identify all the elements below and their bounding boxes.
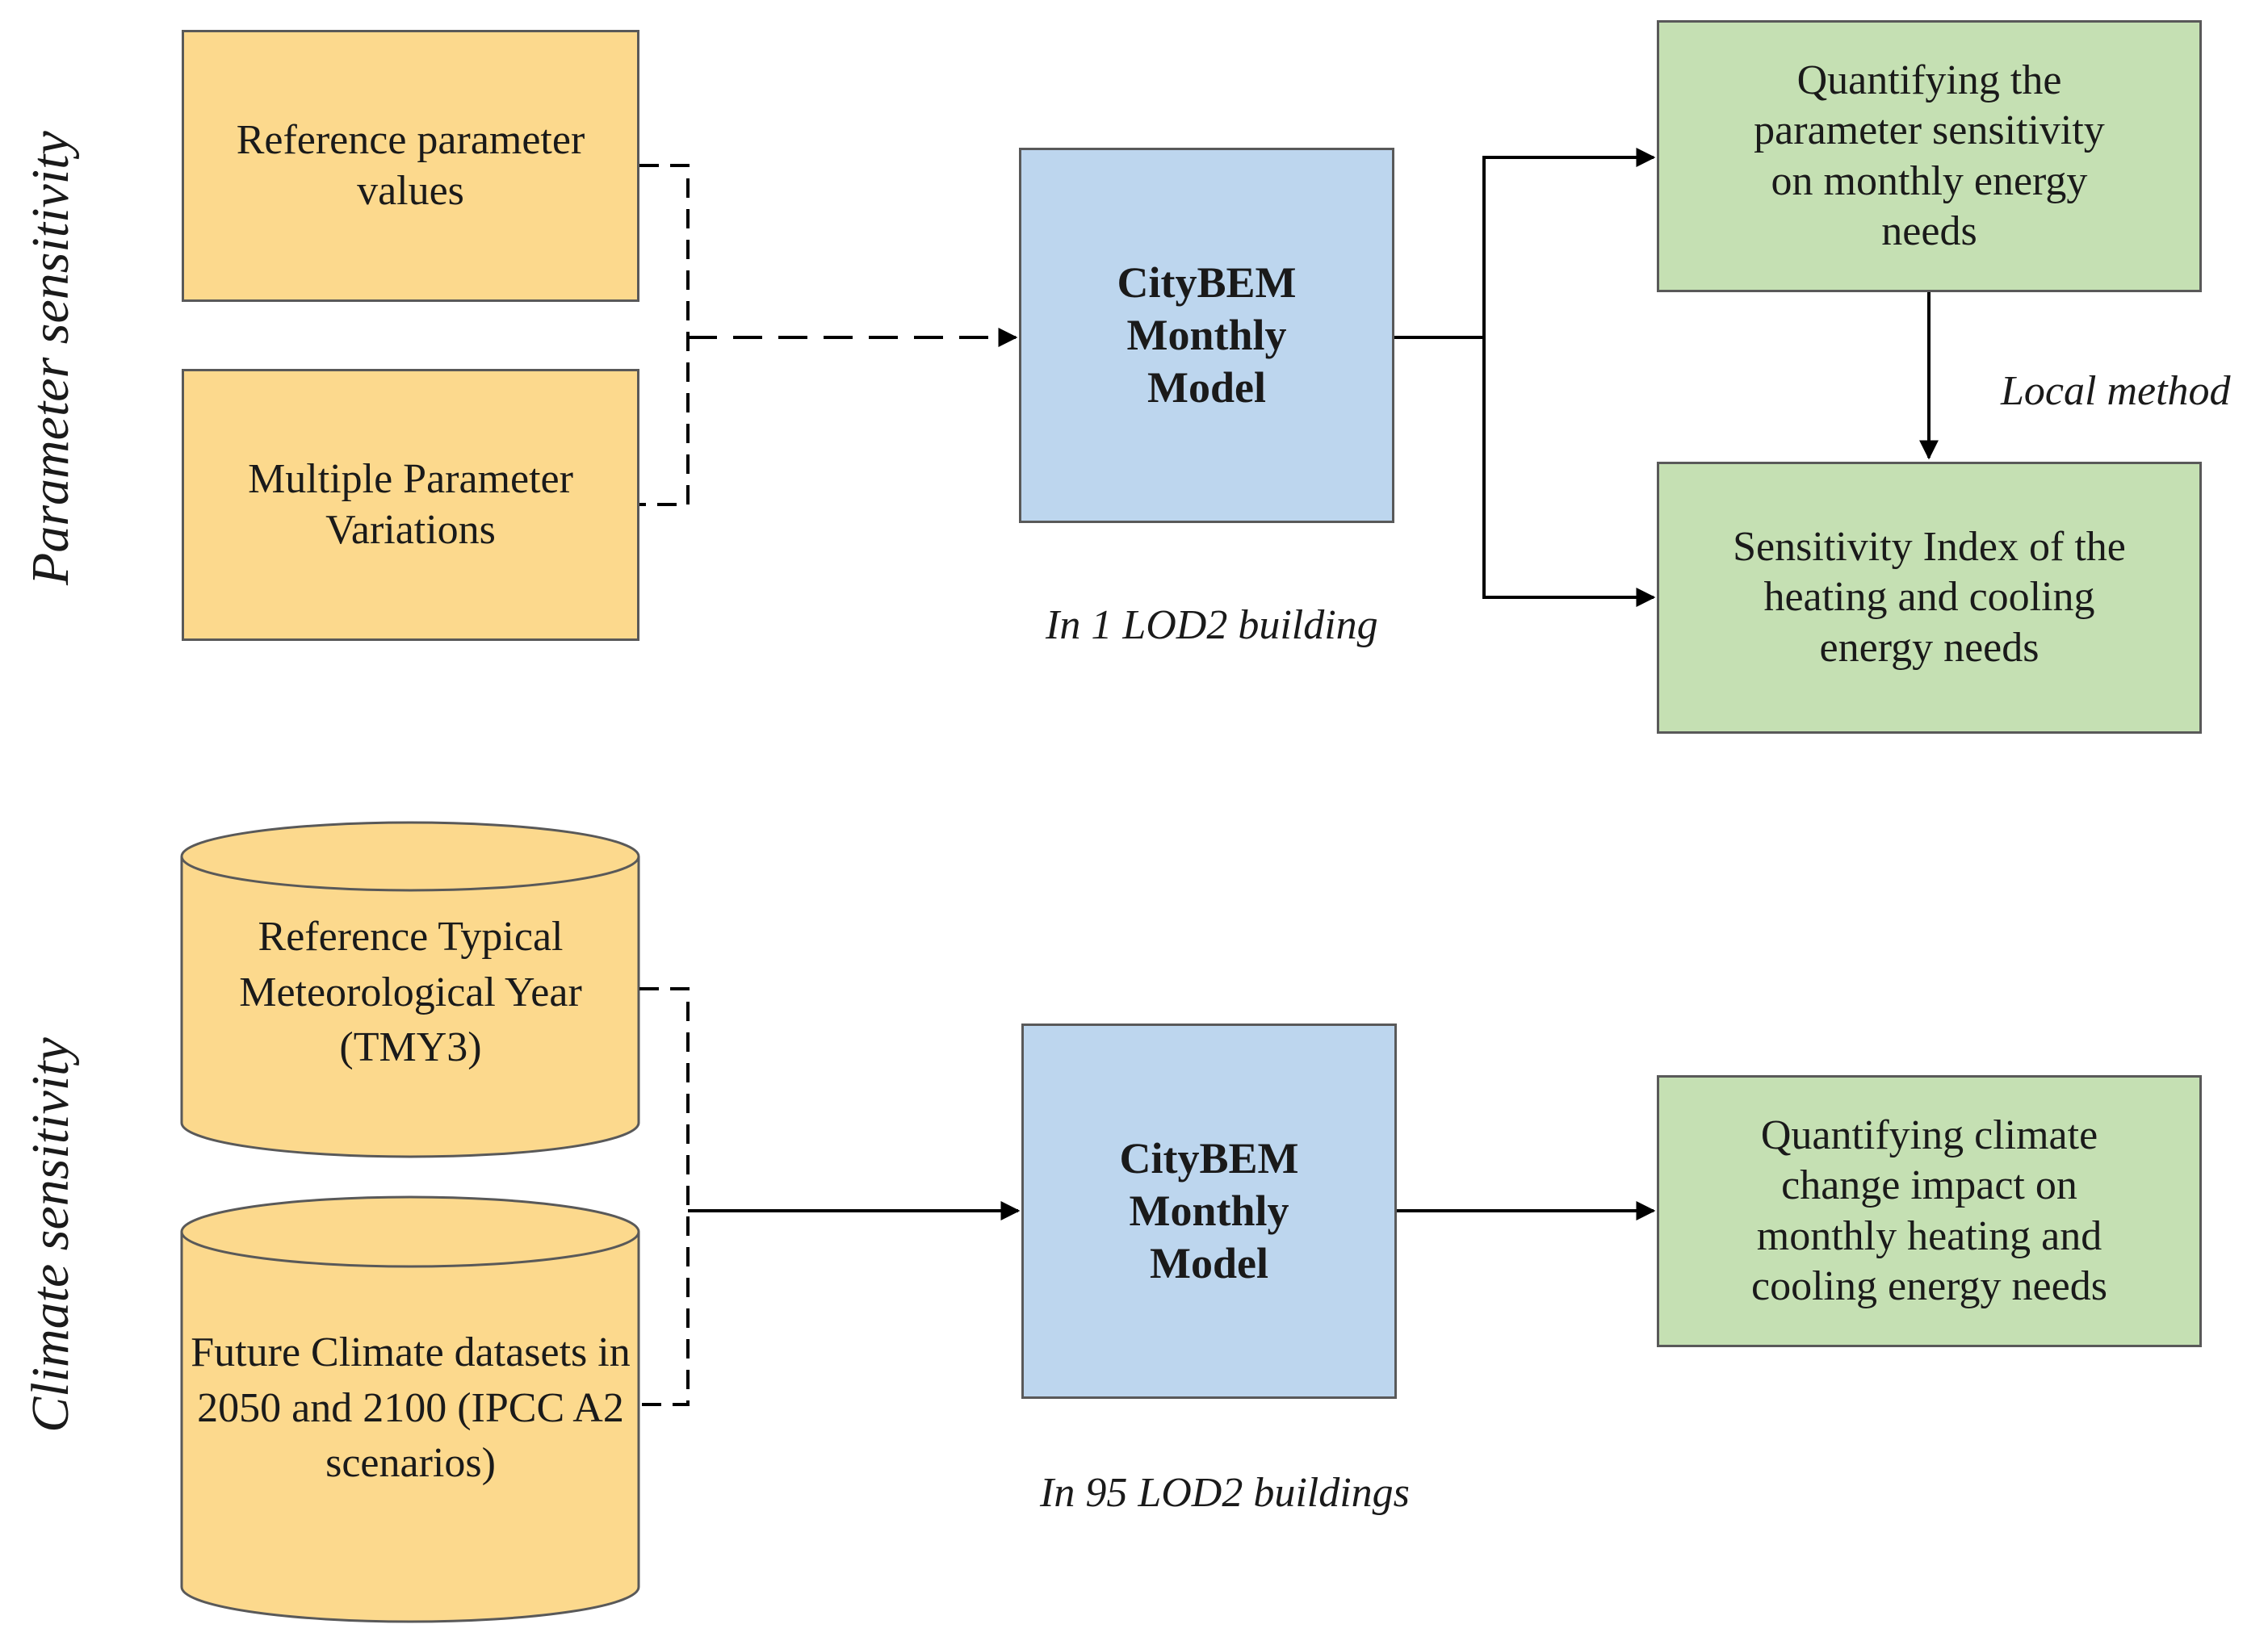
input-line: and 2100 (IPCC A2	[291, 1384, 624, 1431]
output-line: energy needs	[1819, 624, 2040, 671]
future-climate-cylinder	[180, 1195, 640, 1623]
quantifying-climate-impact-box: Quantifying climate change impact on mon…	[1657, 1075, 2202, 1347]
reference-parameter-values-box: Reference parameter values	[182, 30, 639, 302]
output-line: parameter sensitivity	[1754, 107, 2105, 154]
branch-to-outputs-parameter	[1394, 148, 1656, 607]
input-line: Year (TMY3)	[339, 969, 582, 1071]
output-line: change impact on	[1781, 1162, 2077, 1209]
future-climate-label: Future Climate datasets in 2050 and 2100…	[182, 1279, 639, 1538]
dashed-input-bracket-parameter	[639, 164, 690, 506]
output-line: on monthly energy	[1771, 157, 2088, 204]
model-line: Model	[1147, 362, 1266, 412]
output-line: Quantifying the	[1796, 57, 2062, 103]
model-line: CityBEM	[1119, 1134, 1299, 1183]
input-line: Future Climate	[191, 1329, 444, 1376]
model-line: CityBEM	[1117, 258, 1297, 308]
citybem-model-box-parameter: CityBEM Monthly Model	[1019, 148, 1394, 523]
multiple-parameter-variations-box: Multiple Parameter Variations	[182, 369, 639, 641]
reference-tmy-cylinder	[180, 821, 640, 1158]
output-line: Quantifying climate	[1760, 1111, 2098, 1158]
reference-parameter-values-text: Reference parameter values	[236, 117, 585, 214]
reference-tmy-label: Reference Typical Meteorological Year (T…	[182, 892, 639, 1094]
output-line: heating and cooling	[1763, 574, 2095, 621]
multiple-parameter-variations-text: Multiple Parameter Variations	[248, 456, 573, 553]
model-line: Model	[1150, 1238, 1268, 1287]
output-line: monthly heating and	[1756, 1212, 2102, 1259]
model-note-climate: In 95 LOD2 buildings	[1040, 1470, 1410, 1516]
input-line: Reference Typical	[258, 914, 564, 961]
output-line: needs	[1881, 207, 1977, 254]
model-note-parameter: In 1 LOD2 building	[1046, 602, 1378, 648]
model-line: Monthly	[1129, 1187, 1289, 1236]
quantifying-parameter-sensitivity-box: Quantifying the parameter sensitivity on…	[1657, 20, 2202, 292]
sensitivity-index-box: Sensitivity Index of the heating and coo…	[1657, 462, 2202, 734]
dashed-input-bracket-climate	[639, 987, 690, 1406]
output-line: Sensitivity Index of the	[1733, 523, 2126, 570]
input-line: scenarios)	[325, 1440, 496, 1487]
input-line: datasets in 2050	[197, 1329, 631, 1431]
local-method-label: Local method	[2001, 368, 2231, 414]
input-line: Meteorological	[239, 969, 496, 1015]
citybem-model-box-climate: CityBEM Monthly Model	[1021, 1024, 1397, 1399]
model-line: Monthly	[1126, 311, 1287, 360]
output-line: cooling energy needs	[1751, 1262, 2107, 1309]
